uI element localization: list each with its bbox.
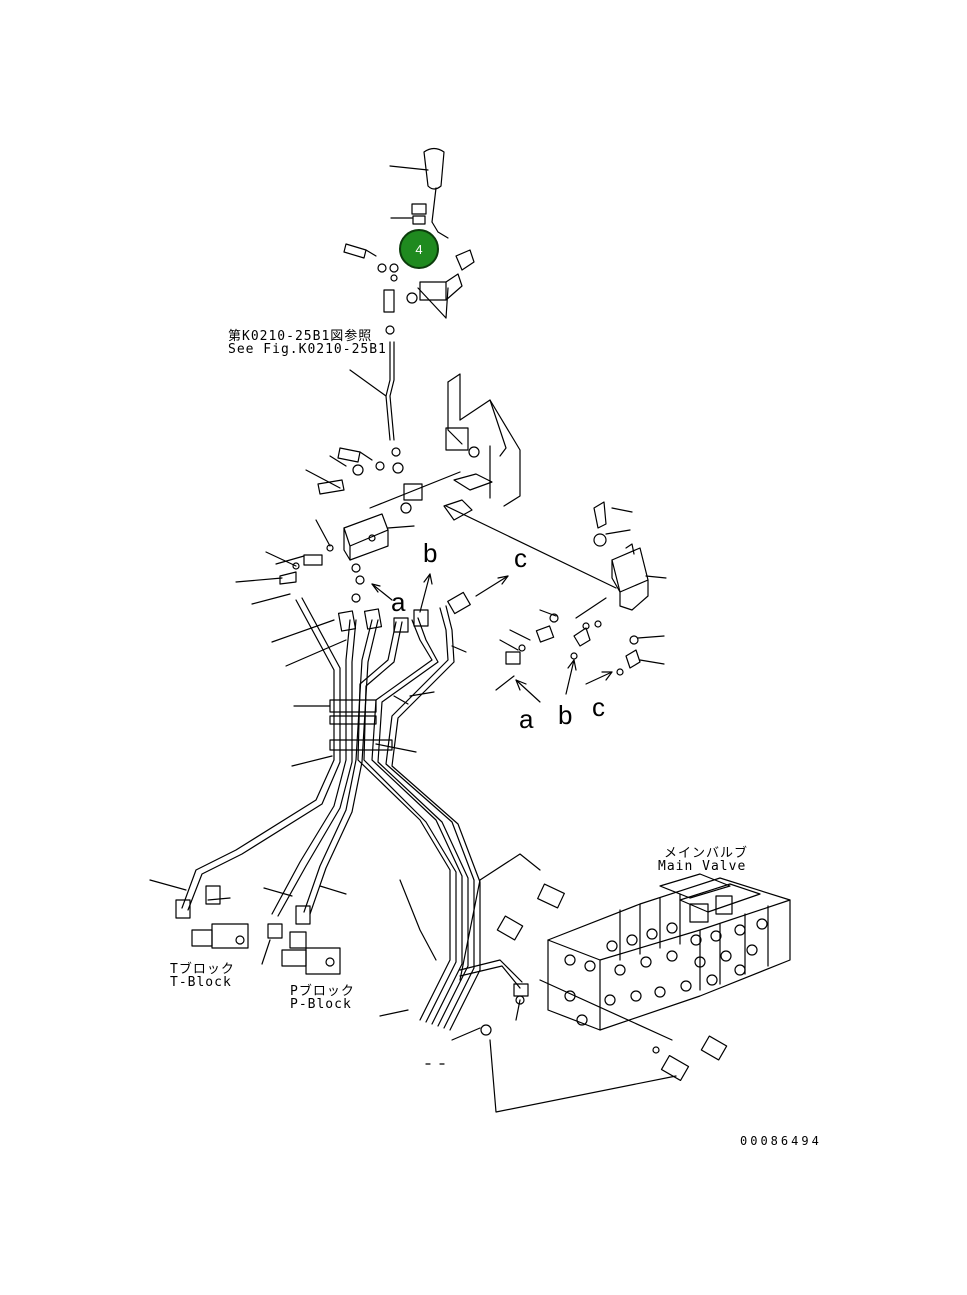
main-valve-fittings xyxy=(425,883,728,1113)
control-rod xyxy=(349,341,395,441)
connection-label-a-top: a xyxy=(391,587,406,617)
hose-clamps xyxy=(291,699,417,767)
hose-bundle xyxy=(181,597,541,1031)
ppc-valve-right xyxy=(593,501,667,676)
hose-fittings xyxy=(175,591,471,939)
p-block-label-en: P-Block xyxy=(290,997,352,1012)
leader-lines-lever xyxy=(389,165,449,319)
callout-number: 4 xyxy=(415,242,423,257)
t-block xyxy=(149,879,249,949)
connection-arrows-top xyxy=(371,573,509,613)
connection-label-c-top: c xyxy=(514,543,527,573)
connection-label-b-top: b xyxy=(423,538,438,568)
p-block xyxy=(261,885,347,975)
t-block-label-jp: Tブロック xyxy=(170,962,235,977)
p-block-label-jp: Pブロック xyxy=(290,984,355,999)
connection-label-b-bottom: b xyxy=(558,700,573,730)
main-valve xyxy=(547,873,791,1031)
reference-label-en: See Fig.K0210-25B1 xyxy=(228,342,387,357)
axis-line-right xyxy=(445,505,617,589)
main-valve-label-jp: メインバルブ xyxy=(664,846,749,861)
leader-lines-hoses xyxy=(251,593,467,1017)
ppc-valve-left xyxy=(235,513,415,603)
axis-line xyxy=(369,471,461,509)
t-block-label-en: T-Block xyxy=(170,975,232,990)
control-lever xyxy=(343,147,475,335)
main-valve-label-en: Main Valve xyxy=(658,859,747,874)
bolt-set-mid xyxy=(305,447,423,514)
mounting-bracket xyxy=(443,373,521,521)
fittings-right xyxy=(495,597,613,703)
drawing-number: 00086494 xyxy=(740,1134,822,1148)
callout-badge[interactable]: 4 xyxy=(399,229,439,269)
connection-label-a-bottom: a xyxy=(519,704,534,734)
reference-label-jp: 第K0210-25B1図参照 xyxy=(228,329,373,344)
connection-label-c-bottom: c xyxy=(592,692,605,722)
